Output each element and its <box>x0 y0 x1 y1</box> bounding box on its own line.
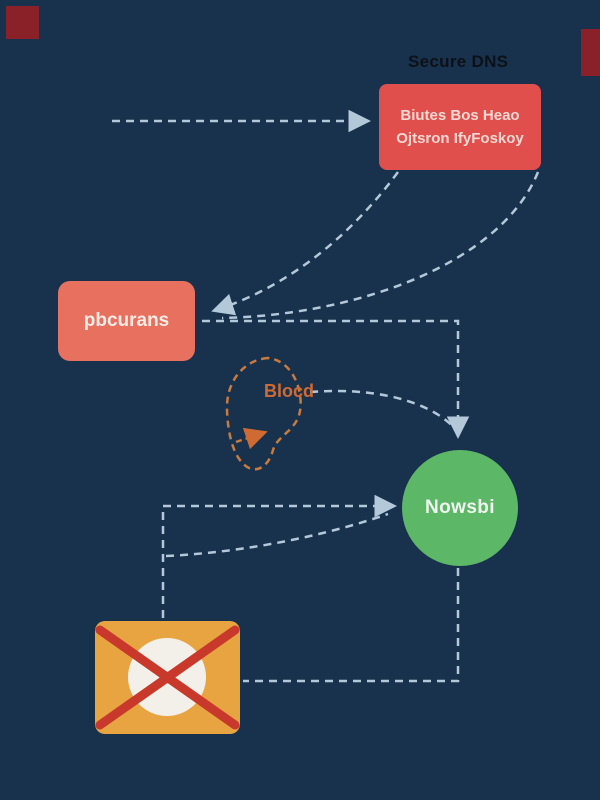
connector-mid <box>202 319 470 439</box>
connector-bottom-elbow <box>161 494 397 618</box>
block-mini-arrow-icon <box>235 427 268 450</box>
corner-accent-top-left <box>6 6 39 39</box>
diagram-title: Secure DNS <box>408 52 509 71</box>
client-node-label: pbcurans <box>83 310 170 331</box>
connector-curve-a <box>211 171 400 316</box>
block-blob-outline <box>225 356 302 471</box>
blocked-site-node <box>95 621 240 734</box>
blocked-x-icon <box>95 625 240 730</box>
connector-bottom-curve <box>165 512 389 558</box>
allow-node-label: Nowsbi <box>425 497 495 518</box>
secure-dns-line2: Ojtsron IfyFoskoy <box>396 130 524 147</box>
corner-accent-right <box>581 29 600 76</box>
connector-curve-b <box>221 171 540 320</box>
connector-blob-to-allow <box>309 389 457 431</box>
secure-dns-box: Biutes Bos Heao Ojtsron IfyFoskoy <box>379 84 541 170</box>
connector-allow-to-blocked <box>243 568 460 683</box>
block-label: Blocd <box>264 381 315 401</box>
client-node: pbcurans <box>58 281 195 361</box>
secure-dns-line1: Biutes Bos Heao <box>400 106 520 124</box>
allow-node: Nowsbi <box>402 450 518 566</box>
